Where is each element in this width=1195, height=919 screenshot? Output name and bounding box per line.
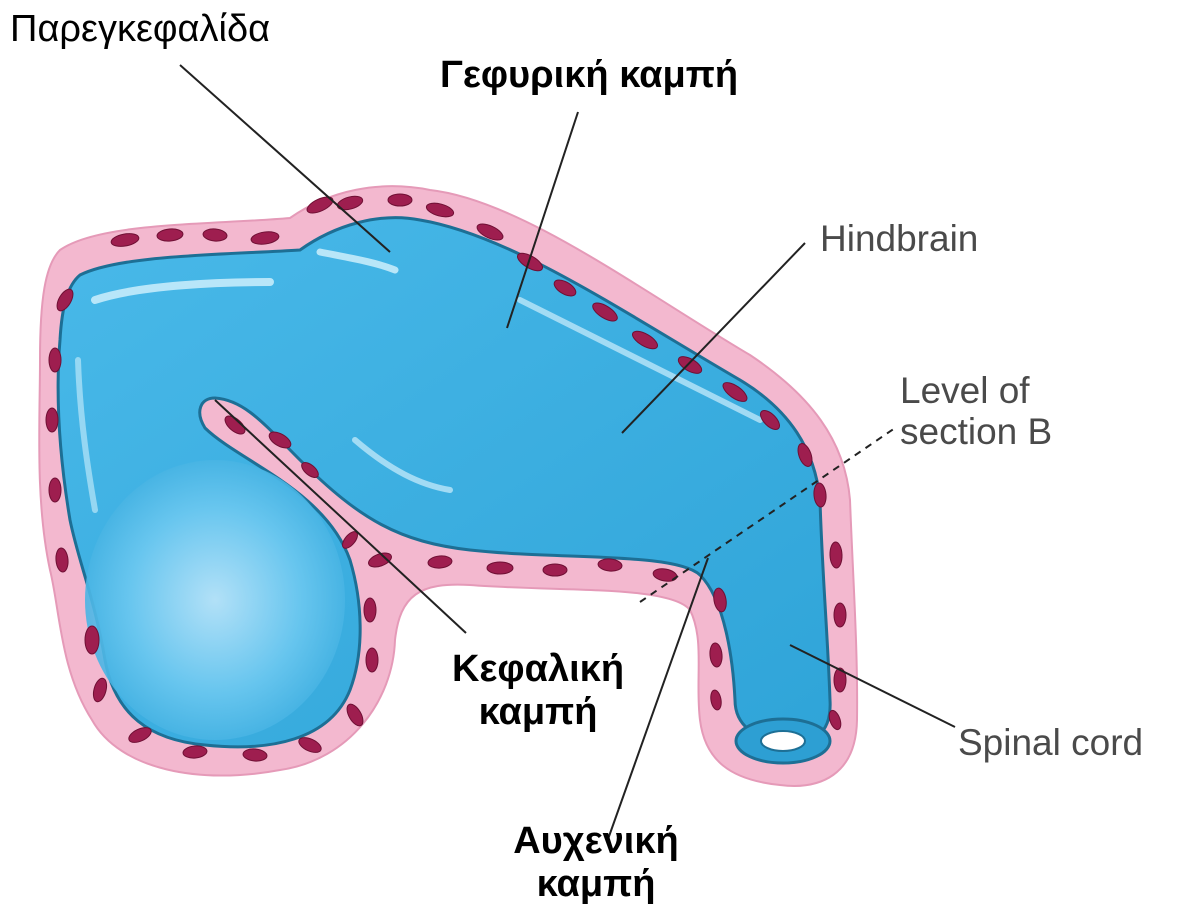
label-cervical-line1: Αυχενική bbox=[496, 820, 696, 863]
label-cephalic-flexure: Κεφαλική καμπή bbox=[438, 648, 638, 733]
central-canal bbox=[761, 731, 805, 751]
mesenchymal-cell bbox=[830, 542, 843, 568]
label-cephalic-line2: καμπή bbox=[438, 691, 638, 734]
mesenchymal-cell bbox=[49, 348, 61, 372]
label-level-line2: section B bbox=[900, 411, 1052, 452]
label-level-line1: Level of bbox=[900, 370, 1052, 411]
forebrain-bulb-highlight bbox=[85, 460, 345, 740]
mesenchymal-cell bbox=[487, 562, 513, 574]
mesenchymal-cell bbox=[49, 478, 61, 502]
label-spinal-cord: Spinal cord bbox=[958, 722, 1143, 763]
mesenchymal-cell bbox=[85, 626, 99, 654]
label-parenkephalis: Παρεγκεφαλίδα bbox=[10, 8, 270, 51]
label-cervical-line2: καμπή bbox=[496, 863, 696, 906]
mesenchymal-cell bbox=[388, 194, 412, 206]
label-pontine-flexure: Γεφυρική καμπή bbox=[440, 54, 738, 97]
label-cervical-flexure: Αυχενική καμπή bbox=[496, 820, 696, 905]
mesenchymal-cell bbox=[834, 603, 846, 627]
mesenchymal-cell bbox=[543, 564, 567, 576]
mesenchymal-cell bbox=[46, 408, 58, 432]
label-cephalic-line1: Κεφαλική bbox=[438, 648, 638, 691]
mesenchymal-cell bbox=[364, 598, 376, 622]
label-level-of-section: Level of section B bbox=[900, 370, 1052, 453]
label-hindbrain: Hindbrain bbox=[820, 218, 978, 259]
mesenchymal-cell bbox=[366, 648, 378, 672]
